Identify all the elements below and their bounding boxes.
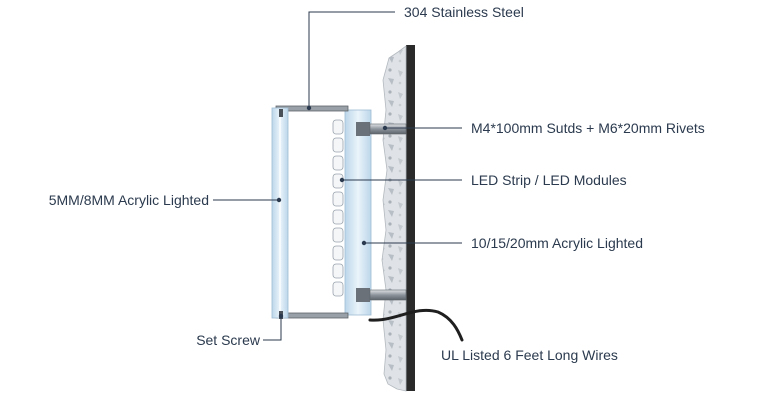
led-modules bbox=[332, 119, 344, 297]
back-acrylic-panel bbox=[344, 109, 372, 316]
stud-top bbox=[356, 122, 407, 136]
stone-cladding bbox=[381, 45, 407, 392]
power-wire bbox=[368, 308, 464, 342]
label-back-acrylic: 10/15/20mm Acrylic Lighted bbox=[471, 235, 643, 251]
label-wires: UL Listed 6 Feet Long Wires bbox=[441, 347, 618, 363]
label-stainless-steel: 304 Stainless Steel bbox=[404, 4, 524, 20]
label-set-screw: Set Screw bbox=[196, 332, 261, 348]
stud-bottom bbox=[356, 288, 407, 302]
label-studs-rivets: M4*100mm Sutds + M6*20mm Rivets bbox=[471, 120, 705, 136]
leader-dots bbox=[276, 105, 388, 319]
wall-surface bbox=[406, 45, 415, 391]
label-led-strip: LED Strip / LED Modules bbox=[471, 172, 627, 188]
leader-lines bbox=[213, 11, 462, 341]
label-front-acrylic: 5MM/8MM Acrylic Lighted bbox=[49, 192, 209, 208]
set-screw-top bbox=[279, 109, 283, 117]
